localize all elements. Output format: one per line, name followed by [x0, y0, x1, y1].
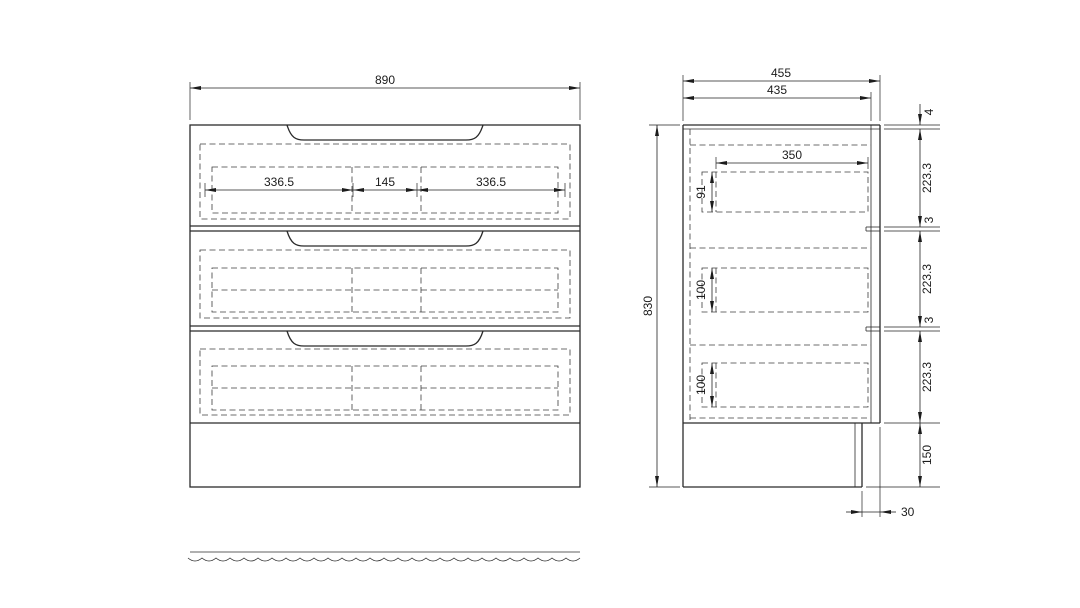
- dim-label-overall-height: 830: [641, 296, 655, 316]
- dim-label-body-depth: 435: [767, 83, 787, 97]
- dim-label-segment-mid: 145: [375, 175, 395, 189]
- dim-label-gap1: 3: [922, 216, 936, 223]
- dim-label-gap2: 3: [922, 316, 936, 323]
- drawer2-internal-outline: [199, 249, 571, 319]
- dim-label-box2-height: 100: [694, 280, 708, 300]
- dim-label-plinth-height: 150: [920, 445, 934, 465]
- dim-label-segment-right: 336.5: [476, 175, 506, 189]
- dim-overall-height: 830: [641, 124, 680, 488]
- drawer1-handle-cutout: [286, 124, 484, 141]
- dim-label-box3-height: 100: [694, 375, 708, 395]
- side-drawer3-box-dashed: [701, 362, 869, 408]
- dim-label-drawer2-height: 223.3: [920, 264, 934, 294]
- dim-overall-width: 890: [189, 73, 581, 120]
- drawer1-internal-outline: [199, 143, 571, 220]
- dim-label-drawer-box-depth: 350: [782, 148, 802, 162]
- dim-label-box1-height: 91: [694, 185, 708, 199]
- front-view: 890 336.5 145 336.5: [187, 73, 581, 562]
- drawer3-internal-outline: [199, 348, 571, 416]
- dim-plinth-recess: 30: [846, 427, 915, 519]
- side-drawer1-box-dashed: [701, 171, 869, 213]
- dim-body-depth: 435: [683, 83, 872, 121]
- dim-label-overall-depth: 455: [771, 66, 791, 80]
- drawer2-handle-cutout: [286, 230, 484, 247]
- dim-label-drawer3-height: 223.3: [920, 362, 934, 392]
- dim-label-overall-width: 890: [375, 73, 395, 87]
- dim-label-top-gap: 4: [922, 108, 936, 115]
- dim-label-drawer1-height: 223.3: [920, 163, 934, 193]
- side-drawer2-box-dashed: [701, 267, 869, 313]
- dim-label-segment-left: 336.5: [264, 175, 294, 189]
- drawer3-internal-box: [211, 365, 559, 411]
- dim-drawer-box-heights: 91 100 100: [694, 172, 714, 407]
- strip-wavy-line: [187, 557, 581, 562]
- drawer3-handle-cutout: [286, 330, 484, 347]
- wavy-break-strip: [187, 551, 581, 562]
- side-view: 455 435 830: [641, 66, 940, 519]
- dim-internal-segments: 336.5 145 336.5: [204, 175, 566, 197]
- dim-drawer-box-depth: 350: [715, 148, 869, 169]
- front-cabinet-outline: [189, 124, 581, 488]
- drawer2-internal-box: [211, 267, 559, 313]
- dim-label-plinth-recess: 30: [901, 505, 915, 519]
- dim-chain-right: 4 223.3 3 223.3 3 223.3 150: [866, 104, 940, 488]
